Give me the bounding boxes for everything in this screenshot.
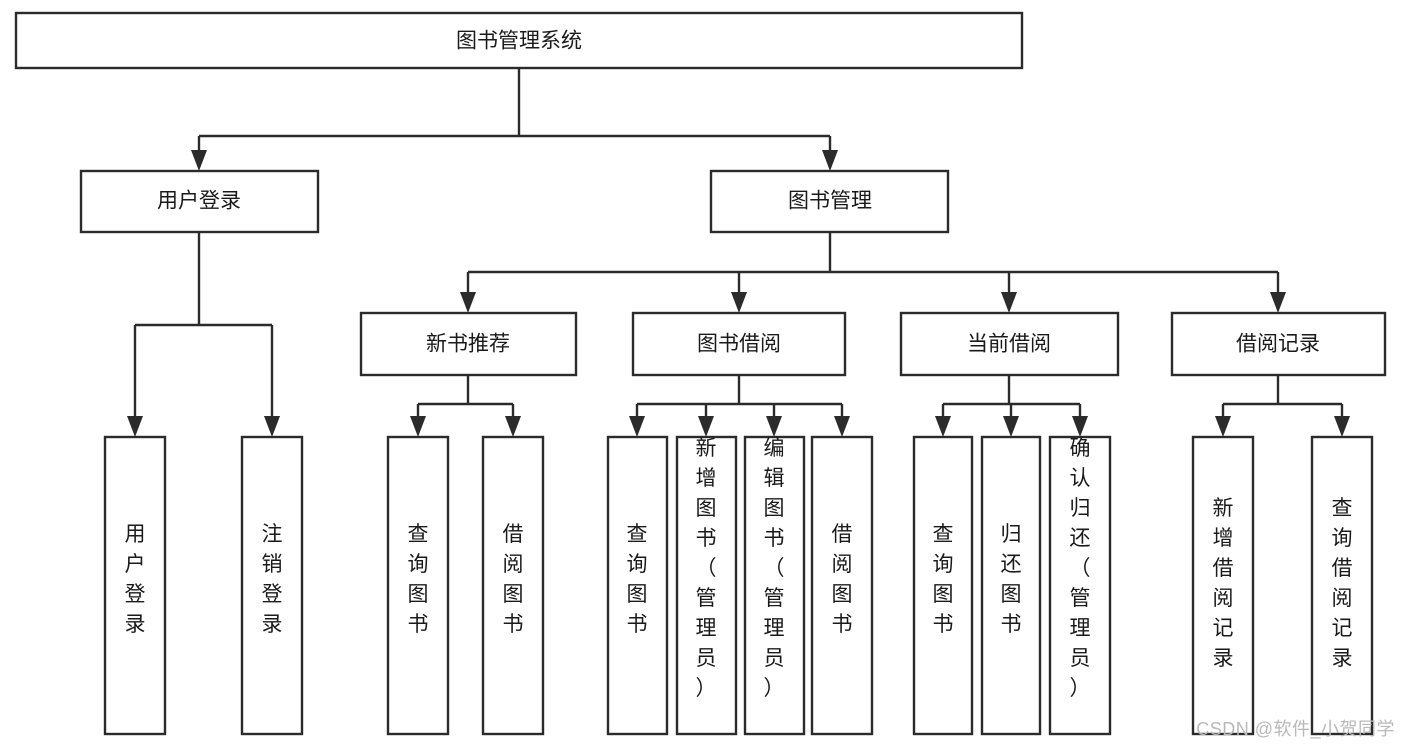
node-leaf-add-borrow-record-label: 新增借阅记录 <box>1213 497 1234 670</box>
node-leaf-borrow-book-2-label: 借阅图书 <box>832 523 853 636</box>
node-root-box[interactable] <box>14 11 1024 70</box>
node-leaf-query-book-1-box[interactable] <box>386 435 450 736</box>
node-leaf-add-borrow-record[interactable]: 新增借阅记录 <box>1191 435 1255 736</box>
arrow-head-leaf-add-borrow-record <box>1215 416 1231 437</box>
node-leaf-user-login-box[interactable] <box>103 435 167 736</box>
arrow-head-book-borrow <box>731 292 747 313</box>
node-leaf-return-book-label: 归还图书 <box>1001 523 1022 636</box>
node-leaf-user-login-label: 用户登录 <box>125 523 146 636</box>
node-leaf-query-borrow-record-label: 查询借阅记录 <box>1332 497 1353 670</box>
node-leaf-query-borrow-record-box[interactable] <box>1310 435 1374 736</box>
node-leaf-confirm-return-admin[interactable]: 确认归还（管理员） <box>1048 435 1112 736</box>
arrow-head-user-login <box>191 150 207 171</box>
edges-group <box>127 68 1350 437</box>
node-leaf-query-borrow-record[interactable]: 查询借阅记录 <box>1310 435 1374 736</box>
arrow-head-leaf-query-book-2 <box>629 416 645 437</box>
node-new-book-recommend[interactable]: 新书推荐 <box>359 311 578 377</box>
node-book-borrow-label: 图书借阅 <box>697 333 781 356</box>
node-leaf-logout-login-label: 注销登录 <box>262 523 283 636</box>
node-borrow-record-box[interactable] <box>1170 311 1387 377</box>
node-leaf-confirm-return-admin-box[interactable] <box>1048 435 1112 736</box>
node-leaf-borrow-book-1[interactable]: 借阅图书 <box>481 435 545 736</box>
node-book-manage-label: 图书管理 <box>788 190 872 213</box>
arrow-head-leaf-logout-login <box>264 416 280 437</box>
arrow-head-leaf-confirm-return-admin <box>1072 416 1088 437</box>
node-leaf-return-book-box[interactable] <box>980 435 1042 736</box>
node-leaf-user-login[interactable]: 用户登录 <box>103 435 167 736</box>
node-book-manage[interactable]: 图书管理 <box>709 169 950 234</box>
node-new-book-recommend-label: 新书推荐 <box>426 333 510 356</box>
arrow-head-leaf-return-book <box>1003 416 1019 437</box>
node-leaf-borrow-book-2[interactable]: 借阅图书 <box>810 435 874 736</box>
node-book-borrow[interactable]: 图书借阅 <box>631 311 847 377</box>
node-leaf-query-book-3[interactable]: 查询图书 <box>912 435 974 736</box>
node-leaf-logout-login[interactable]: 注销登录 <box>240 435 304 736</box>
node-new-book-recommend-box[interactable] <box>359 311 578 377</box>
node-leaf-confirm-return-admin-label: 确认归还（管理员） <box>1070 437 1091 700</box>
node-leaf-query-book-2-label: 查询图书 <box>627 523 648 636</box>
arrow-head-current-borrow <box>1001 292 1017 313</box>
arrow-head-leaf-query-book-1 <box>410 416 426 437</box>
node-leaf-query-book-1-label: 查询图书 <box>408 523 429 636</box>
node-user-login-label: 用户登录 <box>157 190 241 213</box>
node-current-borrow-box[interactable] <box>899 311 1120 377</box>
arrow-head-book-manage <box>822 150 838 171</box>
node-leaf-logout-login-box[interactable] <box>240 435 304 736</box>
node-leaf-query-book-3-label: 查询图书 <box>933 523 954 636</box>
node-leaf-edit-book-admin-box[interactable] <box>743 435 806 736</box>
arrow-head-leaf-query-book-3 <box>935 416 951 437</box>
node-leaf-borrow-book-1-box[interactable] <box>481 435 545 736</box>
csdn-watermark: CSDN @软件_小贺同学 <box>1196 719 1395 739</box>
node-leaf-query-book-3-box[interactable] <box>912 435 974 736</box>
node-leaf-query-book-2[interactable]: 查询图书 <box>606 435 669 736</box>
node-user-login-box[interactable] <box>79 169 320 234</box>
node-current-borrow-label: 当前借阅 <box>967 333 1051 356</box>
arrow-head-borrow-record <box>1270 292 1286 313</box>
node-leaf-add-book-admin-label: 新增图书（管理员） <box>696 437 717 700</box>
node-leaf-query-book-2-box[interactable] <box>606 435 669 736</box>
node-leaf-edit-book-admin-label: 编辑图书（管理员） <box>764 437 785 700</box>
node-leaf-borrow-book-2-box[interactable] <box>810 435 874 736</box>
node-root-label: 图书管理系统 <box>456 30 582 53</box>
node-book-borrow-box[interactable] <box>631 311 847 377</box>
arrow-head-leaf-user-login <box>127 416 143 437</box>
node-leaf-add-book-admin-box[interactable] <box>675 435 738 736</box>
node-current-borrow[interactable]: 当前借阅 <box>899 311 1120 377</box>
node-user-login[interactable]: 用户登录 <box>79 169 320 234</box>
node-leaf-add-borrow-record-box[interactable] <box>1191 435 1255 736</box>
node-leaf-borrow-book-1-label: 借阅图书 <box>503 523 524 636</box>
arrow-head-leaf-add-book-admin <box>698 416 714 437</box>
arrow-head-leaf-borrow-book-1 <box>505 416 521 437</box>
arrow-head-new-book-recommend <box>460 292 476 313</box>
node-borrow-record-label: 借阅记录 <box>1236 333 1320 356</box>
node-root[interactable]: 图书管理系统 <box>14 11 1024 70</box>
arrow-head-leaf-edit-book-admin <box>766 416 782 437</box>
arrow-head-leaf-borrow-book-2 <box>834 416 850 437</box>
node-leaf-edit-book-admin[interactable]: 编辑图书（管理员） <box>743 435 806 736</box>
node-leaf-return-book[interactable]: 归还图书 <box>980 435 1042 736</box>
node-leaf-query-book-1[interactable]: 查询图书 <box>386 435 450 736</box>
arrow-head-leaf-query-borrow-record <box>1334 416 1350 437</box>
node-book-manage-box[interactable] <box>709 169 950 234</box>
node-borrow-record[interactable]: 借阅记录 <box>1170 311 1387 377</box>
node-leaf-add-book-admin[interactable]: 新增图书（管理员） <box>675 435 738 736</box>
